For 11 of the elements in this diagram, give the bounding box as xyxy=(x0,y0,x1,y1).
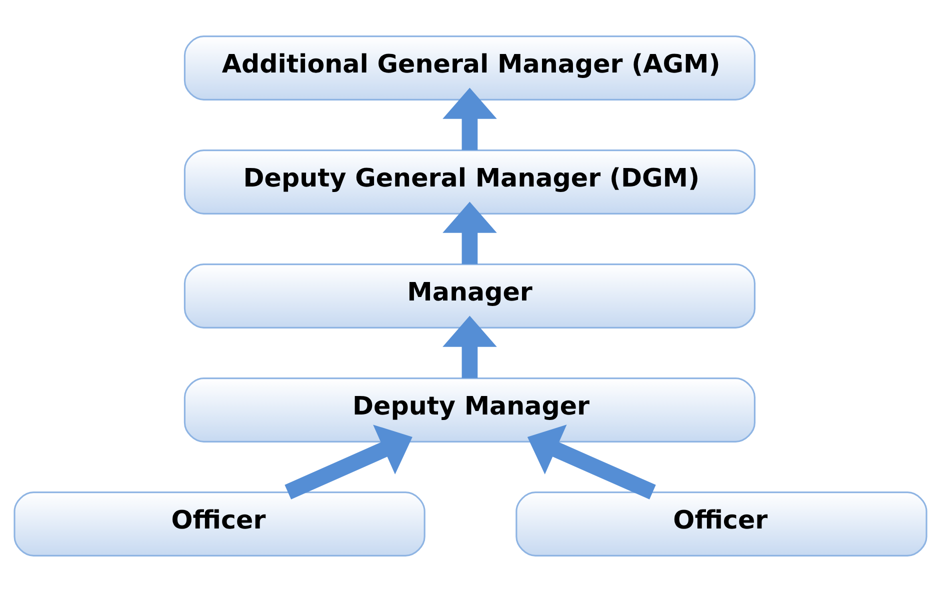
node-box: Deputy General Manager (DGM) xyxy=(184,150,756,214)
node-box: Officer xyxy=(516,492,928,556)
arrow xyxy=(284,424,412,500)
arrow xyxy=(527,424,656,500)
arrow xyxy=(442,316,497,378)
node-box: Officer xyxy=(14,492,426,556)
node-box: Deputy Manager xyxy=(184,378,756,442)
arrow xyxy=(442,88,497,150)
arrow xyxy=(442,202,497,264)
node-box: Manager xyxy=(184,264,756,328)
node-box: Additional General Manager (AGM) xyxy=(184,36,756,100)
